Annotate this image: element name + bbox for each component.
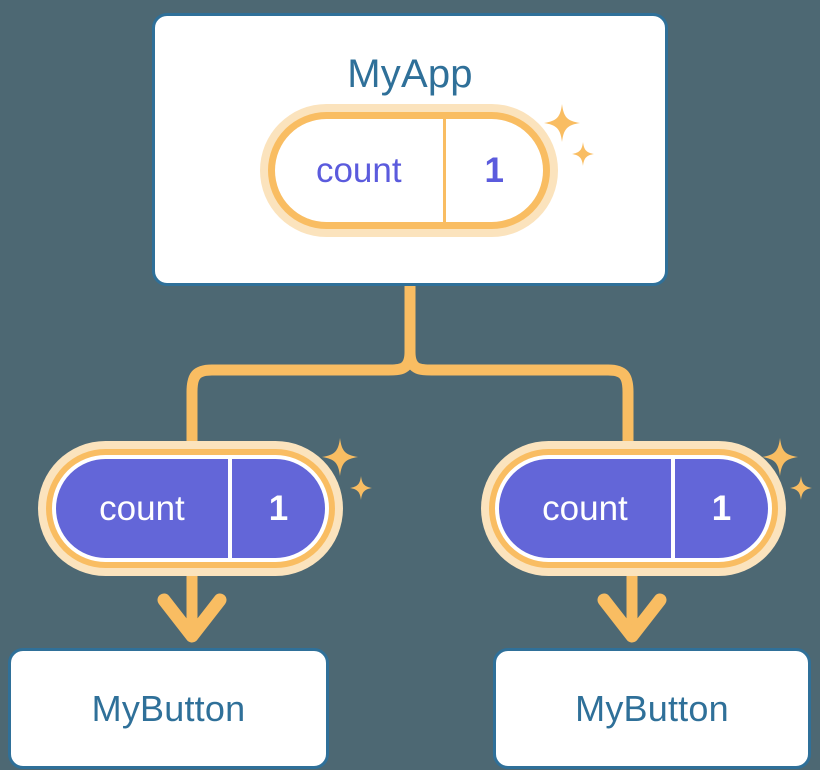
sparkle-small-icon — [350, 476, 372, 500]
mybutton-card-left[interactable]: MyButton — [8, 648, 329, 769]
state-pill-myapp[interactable]: count 1 — [268, 112, 550, 229]
arrow-down-icon-left — [157, 566, 227, 643]
mybutton-card-title: MyButton — [91, 687, 246, 729]
state-pill-value: 1 — [442, 119, 543, 222]
state-pill-key: count — [315, 150, 402, 190]
state-pill-value: 1 — [670, 459, 768, 558]
state-pill-inner: count 1 — [495, 455, 772, 562]
mybutton-card-right[interactable]: MyButton — [493, 648, 811, 769]
state-pill-key: count — [99, 488, 185, 528]
sparkle-small-icon — [790, 476, 812, 500]
state-pill-key: count — [542, 488, 628, 528]
state-pill-right[interactable]: count 1 — [489, 449, 778, 568]
state-pill-left[interactable]: count 1 — [46, 449, 335, 568]
myapp-card-title: MyApp — [347, 52, 473, 96]
mybutton-card-title: MyButton — [575, 687, 729, 729]
sparkle-large-icon — [322, 438, 358, 476]
sparkle-large-icon — [762, 438, 798, 476]
state-pill-inner: count 1 — [52, 455, 329, 562]
arrow-down-icon-right — [597, 566, 667, 643]
state-pill-value: 1 — [227, 459, 325, 558]
state-pill-inner: count 1 — [275, 119, 543, 222]
